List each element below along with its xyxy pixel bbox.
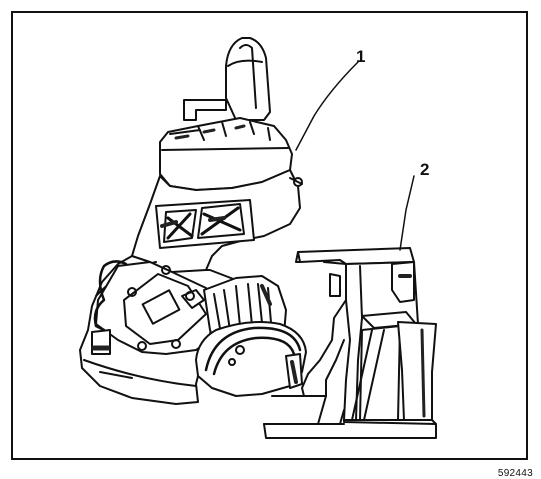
bracket-base: [263, 419, 437, 439]
case-left-wall: [131, 175, 161, 257]
callout-1-label: 1: [356, 47, 366, 66]
bracket-right-plate-shade: [420, 328, 426, 418]
bracket-slot: [329, 273, 341, 297]
bracket-top-lip: [295, 251, 301, 263]
actuator-screw-2: [161, 265, 171, 275]
top-duct-inner: [239, 44, 257, 109]
cable-clip-2: [228, 358, 236, 366]
bottom-tab: [99, 371, 133, 379]
blower-outlet-shade: [290, 360, 298, 384]
actuator-screw-3: [185, 291, 195, 301]
top-duct-outlet: [225, 37, 271, 121]
leader-line-2: [399, 175, 415, 251]
riser-bracket: [183, 99, 227, 121]
evaporator-vents: [155, 199, 255, 249]
leader-line-1: [295, 61, 359, 151]
top-duct-rim: [227, 59, 263, 67]
bracket-gusset-2: [359, 325, 401, 421]
bracket-gusset-diag: [351, 329, 385, 421]
bracket-brace: [317, 395, 345, 425]
callout-2-label: 2: [420, 160, 430, 179]
bracket-right-plate: [397, 321, 437, 421]
upper-plenum-edge: [161, 147, 289, 151]
upper-plenum-top-slats: [169, 121, 271, 141]
blower-ribs: [213, 283, 273, 347]
actuator-screw-1: [127, 287, 137, 297]
cable-loop-inner: [212, 336, 296, 376]
blower-shade: [260, 284, 272, 306]
part-2-bracket: [263, 247, 437, 439]
cable-clip-1: [235, 345, 245, 355]
diagram-frame: [11, 11, 528, 460]
bracket-right-flange: [391, 261, 415, 303]
lower-shell-bottom: [83, 359, 197, 387]
figure-number: 592443: [497, 468, 533, 479]
cable-loop-outer: [204, 326, 302, 372]
wiring-harness: [93, 260, 128, 332]
part-1-case: [79, 37, 307, 405]
actuator-screw-4: [137, 341, 147, 351]
upper-plenum-shading: [174, 124, 246, 140]
bracket-column-edge: [355, 265, 363, 421]
actuator-screw-5: [171, 339, 181, 349]
case-boss-stem: [289, 177, 303, 185]
actuator-label-plate: [141, 289, 181, 325]
